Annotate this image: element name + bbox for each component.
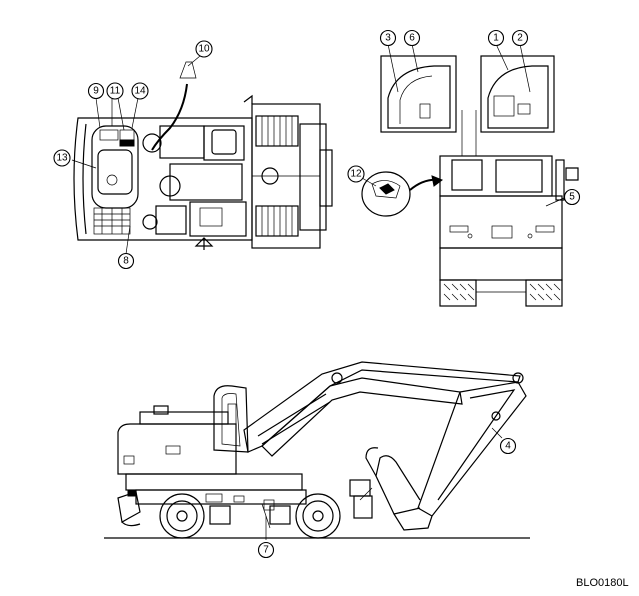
- callout-12: 12: [347, 165, 365, 183]
- callout-1-label: 1: [493, 33, 499, 44]
- callout-4-label: 4: [505, 441, 511, 452]
- callout-9: 9: [87, 82, 105, 100]
- callout-4: 4: [499, 437, 517, 455]
- leader-lines: [71, 43, 565, 540]
- callout-7: 7: [257, 541, 275, 559]
- callout-11: 11: [106, 82, 124, 100]
- side-view: [104, 361, 530, 539]
- callout-7-label: 7: [263, 545, 269, 556]
- callout-5-label: 5: [569, 192, 575, 203]
- callout-14: 14: [131, 82, 149, 100]
- callout-3-label: 3: [385, 33, 391, 44]
- side-view-wheels: [159, 493, 341, 539]
- figure-reference-code: BLO0180L: [576, 577, 629, 589]
- callout-12-label: 12: [350, 169, 362, 180]
- callout-8: 8: [117, 252, 135, 270]
- callout-6: 6: [403, 29, 421, 47]
- callout-8-label: 8: [123, 256, 129, 267]
- callout-13: 13: [53, 149, 71, 167]
- callout-5: 5: [563, 188, 581, 206]
- top-view-tires: [255, 115, 299, 237]
- callout-1: 1: [487, 29, 505, 47]
- callout-10-label: 10: [198, 44, 210, 55]
- callout-2: 2: [511, 29, 529, 47]
- callout-14-label: 14: [134, 86, 146, 97]
- callout-9-label: 9: [93, 86, 99, 97]
- callout-6-label: 6: [409, 33, 415, 44]
- callout-2-label: 2: [517, 33, 523, 44]
- rear-view: [361, 55, 579, 307]
- callout-10: 10: [195, 40, 213, 58]
- callout-11-label: 11: [110, 86, 121, 97]
- top-view: [73, 61, 333, 250]
- callout-3: 3: [379, 29, 397, 47]
- callout-13-label: 13: [56, 153, 68, 164]
- rear-view-tires: [439, 279, 563, 307]
